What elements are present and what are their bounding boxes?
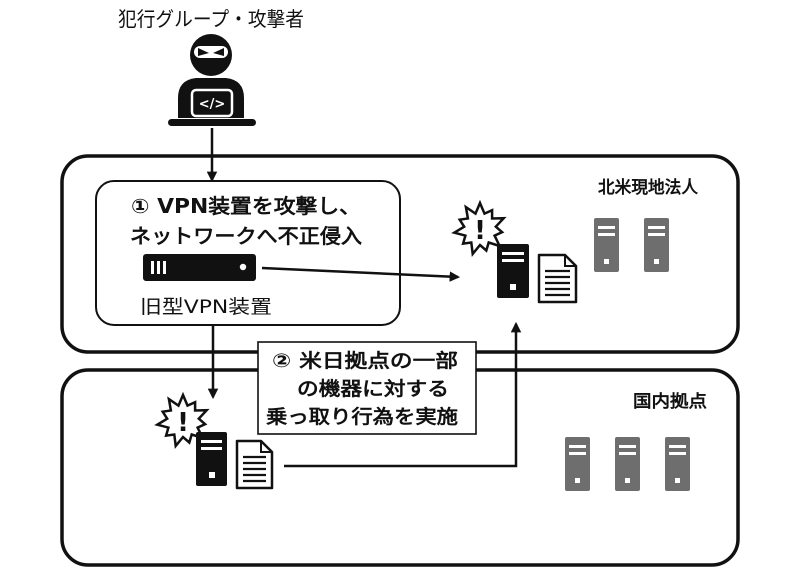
step2-line1: ② 米日拠点の一部 — [272, 349, 458, 372]
step1-line1: ① VPN装置を攻撃し、 — [131, 194, 361, 218]
server-icon — [665, 437, 690, 491]
hacker-with-laptop-icon: </> — [168, 34, 256, 126]
compromised-server-icon — [497, 244, 529, 298]
server-icon — [615, 437, 640, 491]
document-icon — [235, 439, 274, 490]
step2-frame — [257, 341, 477, 435]
alert-burst-icon: ! — [451, 199, 507, 257]
server-icon — [594, 218, 619, 272]
step1-box: ① VPN装置を攻撃し、 ネットワークへ不正侵入 旧型VPN装置 — [95, 180, 401, 326]
vpn-device-label: 旧型VPN装置 — [140, 296, 272, 318]
attacker-mask — [194, 46, 228, 58]
step1-line2: ネットワークへ不正侵入 — [130, 224, 362, 248]
arrow-domestic-to-north-america — [284, 321, 522, 468]
alert-symbol-upper: ! — [474, 216, 486, 246]
laptop-screen — [190, 88, 234, 118]
alert-burst-icon: ! — [154, 391, 210, 449]
attacker-right-eye — [213, 48, 224, 56]
step2-box: ② 米日拠点の一部 の機器に対する 乗っ取り行為を実施 — [257, 341, 477, 435]
laptop-base — [168, 119, 256, 126]
vpn-appliance-icon — [143, 254, 256, 281]
alert-symbol-lower: ! — [177, 408, 189, 438]
step2-line2: の機器に対する — [297, 377, 449, 400]
arrow-vpn-to-north-america-server — [261, 266, 461, 282]
attacker-label: 犯行グループ・攻撃者 — [118, 7, 304, 31]
laptop-code-glyph: </> — [199, 97, 226, 112]
server-icon — [565, 437, 590, 491]
north-america-label: 北米現地法人 — [598, 177, 699, 198]
step2-line3: 乗っ取り行為を実施 — [266, 405, 458, 428]
step1-frame — [95, 180, 401, 326]
compromised-server-icon — [196, 432, 227, 486]
server-icon — [644, 218, 669, 272]
document-icon — [537, 253, 578, 304]
domestic-label: 国内拠点 — [633, 391, 707, 412]
attacker-left-eye — [198, 48, 209, 56]
